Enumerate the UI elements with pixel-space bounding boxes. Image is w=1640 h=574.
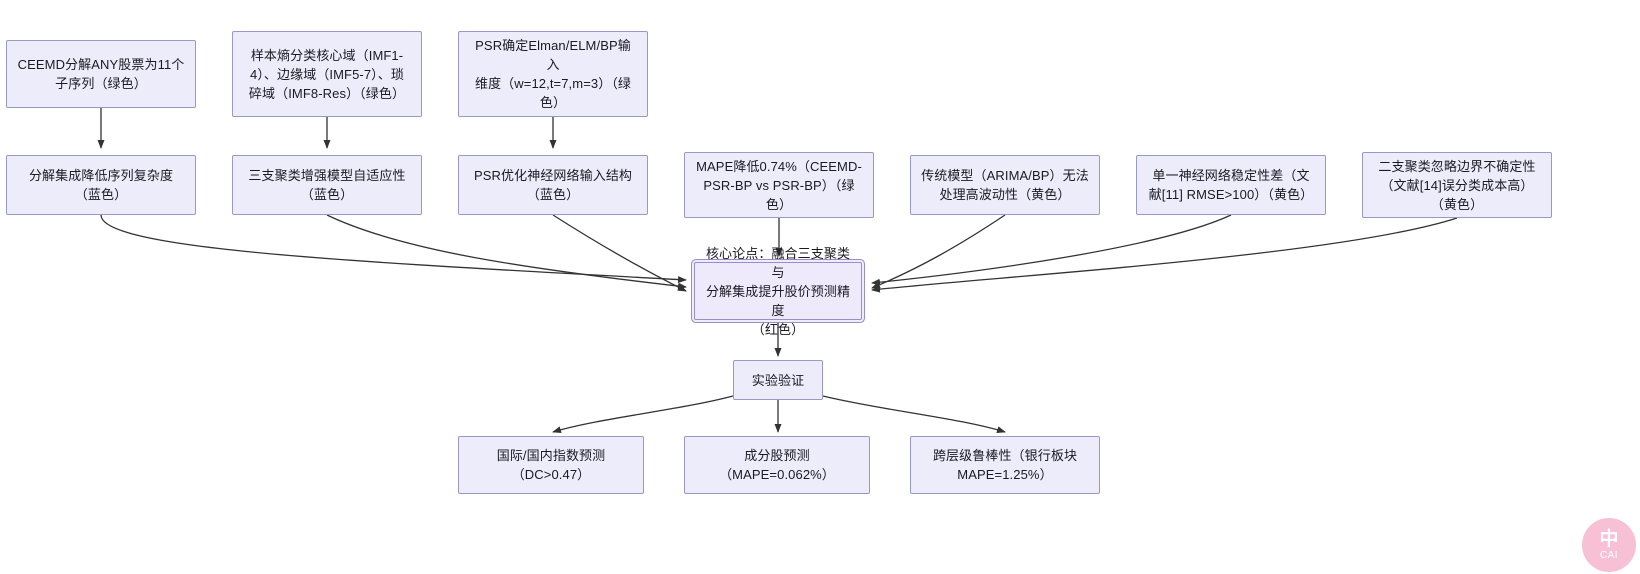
edge-n8-to-core	[871, 214, 1006, 289]
node-label: 分解集成降低序列复杂度 （蓝色）	[28, 168, 174, 202]
node-label: 核心论点：融合三支聚类与 分解集成提升股价预测精度 （红色）	[705, 245, 851, 337]
node-label: 国际/国内指数预测 （DC>0.47）	[496, 448, 606, 482]
node-n14[interactable]: 跨层级鲁棒性（银行板块 MAPE=1.25%）	[910, 436, 1100, 494]
node-n4[interactable]: 分解集成降低序列复杂度 （蓝色）	[6, 155, 196, 215]
node-n2[interactable]: 样本熵分类核心域（IMF1- 4）、边缘域（IMF5-7）、琐 碎域（IMF8-…	[232, 31, 422, 117]
node-label: 实验验证	[751, 372, 805, 388]
edge-n11-to-n14	[822, 395, 1006, 433]
watermark-badge: 中 CAI	[1582, 518, 1636, 572]
edge-n5-to-core	[326, 214, 687, 290]
node-label: 二支聚类忽略边界不确定性 （文献[14]误分类成本高） （黄色）	[1378, 158, 1536, 212]
edge-n6-to-core	[552, 214, 687, 292]
node-n9[interactable]: 单一神经网络稳定性差（文 献[11] RMSE>100）（黄色）	[1136, 155, 1326, 215]
node-n13[interactable]: 成分股预测 （MAPE=0.062%）	[684, 436, 870, 494]
node-n7[interactable]: MAPE降低0.74%（CEEMD- PSR-BP vs PSR-BP）（绿 色…	[684, 152, 874, 218]
edge-n10-to-core	[871, 217, 1458, 293]
node-n10[interactable]: 二支聚类忽略边界不确定性 （文献[14]误分类成本高） （黄色）	[1362, 152, 1552, 218]
node-n6[interactable]: PSR优化神经网络输入结构 （蓝色）	[458, 155, 648, 215]
node-n1[interactable]: CEEMD分解ANY股票为11个 子序列（绿色）	[6, 40, 196, 108]
node-label: 单一神经网络稳定性差（文 献[11] RMSE>100）（黄色）	[1148, 168, 1314, 202]
edge-n9-to-core	[871, 214, 1232, 286]
watermark-subtext: CAI	[1599, 549, 1619, 561]
watermark-glyph: 中	[1599, 528, 1619, 550]
edge-n4-to-core	[100, 214, 687, 284]
node-label: PSR确定Elman/ELM/BP输入 维度（w=12,t=7,m=3）（绿 色…	[474, 38, 632, 110]
edge-n11-to-n12	[552, 395, 734, 434]
node-label: PSR优化神经网络输入结构 （蓝色）	[473, 168, 633, 202]
node-n12[interactable]: 国际/国内指数预测 （DC>0.47）	[458, 436, 644, 494]
node-core[interactable]: 核心论点：融合三支聚类与 分解集成提升股价预测精度 （红色）	[694, 246, 862, 337]
node-n5[interactable]: 三支聚类增强模型自适应性 （蓝色）	[232, 155, 422, 215]
node-label: MAPE降低0.74%（CEEMD- PSR-BP vs PSR-BP）（绿 色…	[696, 158, 862, 212]
node-n3[interactable]: PSR确定Elman/ELM/BP输入 维度（w=12,t=7,m=3）（绿 色…	[458, 31, 648, 117]
node-n11[interactable]: 实验验证	[733, 360, 823, 400]
node-n8[interactable]: 传统模型（ARIMA/BP）无法 处理高波动性（黄色）	[910, 155, 1100, 215]
node-label: 传统模型（ARIMA/BP）无法 处理高波动性（黄色）	[921, 168, 1089, 202]
node-label: 三支聚类增强模型自适应性 （蓝色）	[248, 168, 406, 202]
node-label: CEEMD分解ANY股票为11个 子序列（绿色）	[17, 57, 185, 91]
node-label: 成分股预测 （MAPE=0.062%）	[719, 448, 835, 482]
node-label: 跨层级鲁棒性（银行板块 MAPE=1.25%）	[932, 448, 1078, 482]
node-label: 样本熵分类核心域（IMF1- 4）、边缘域（IMF5-7）、琐 碎域（IMF8-…	[248, 47, 406, 101]
